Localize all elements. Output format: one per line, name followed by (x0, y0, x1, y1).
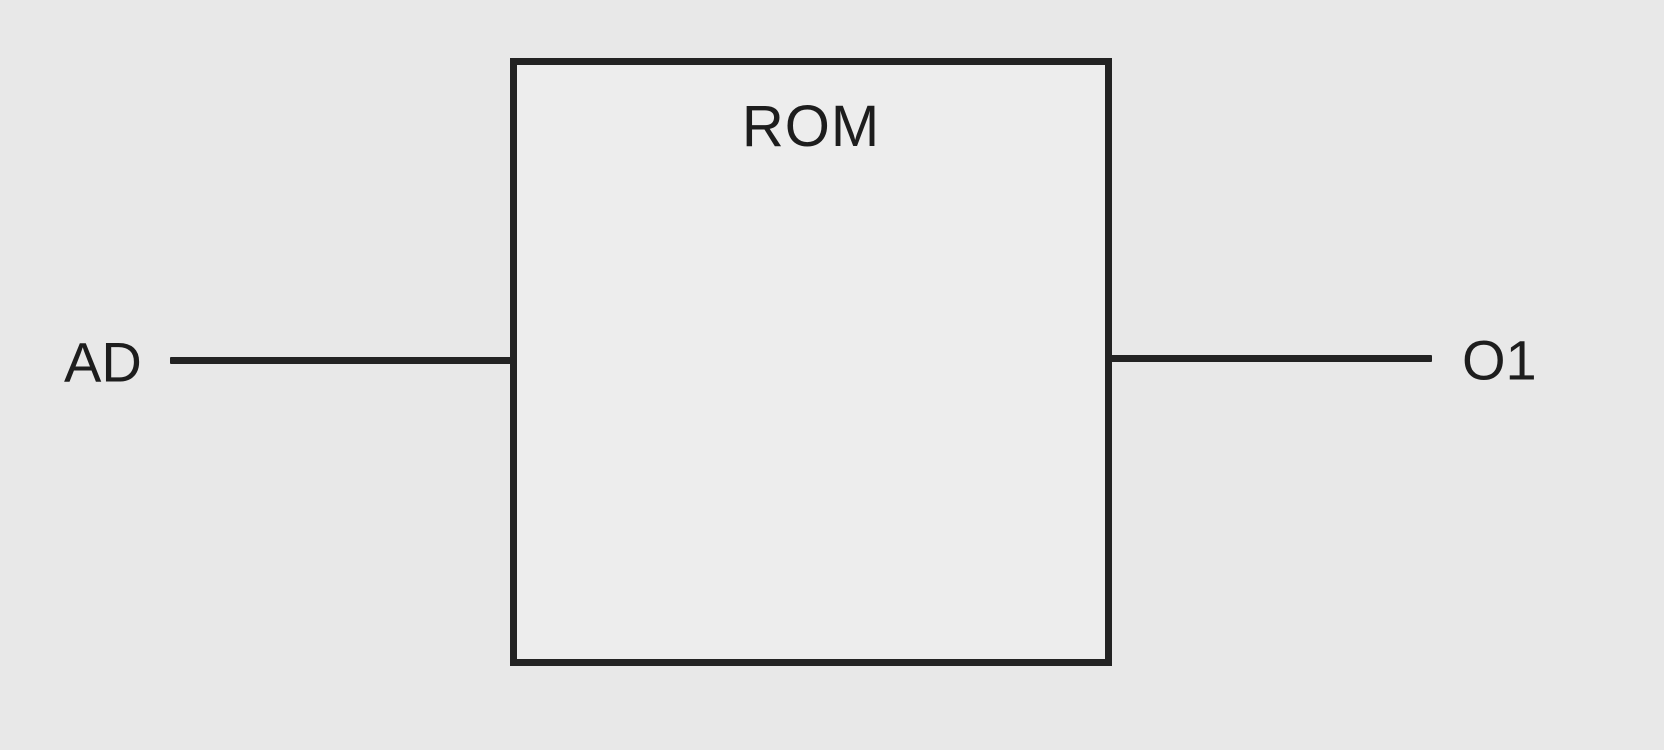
rom-block-label: ROM (741, 94, 881, 159)
output-wire (1110, 355, 1432, 362)
input-wire (170, 357, 512, 364)
output-pin-label: O1 (1462, 328, 1537, 392)
input-pin-label: AD (64, 330, 142, 394)
rom-block: ROM (510, 58, 1112, 666)
